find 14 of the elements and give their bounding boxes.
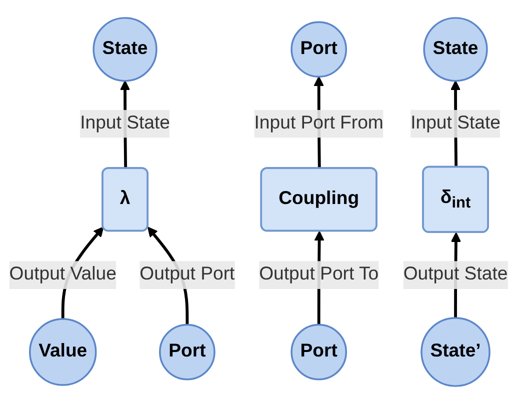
- node-circle: State: [423, 17, 488, 82]
- node-circle: Port: [290, 21, 347, 78]
- node-circle: Port: [290, 324, 347, 380]
- edge-label: Input Port From: [254, 113, 384, 134]
- edge-label: Input State: [410, 113, 500, 134]
- node-circle: State’: [420, 317, 490, 387]
- edge-label: Input State: [80, 113, 170, 134]
- node-circle: Port: [159, 324, 216, 380]
- edge-label: Output Port: [140, 264, 235, 284]
- node-circle: Value: [28, 318, 97, 386]
- edge-label: Output Port To: [259, 264, 379, 284]
- edge-label: Output State: [403, 264, 508, 284]
- edge-label: Output Value: [9, 264, 116, 284]
- node-circle: State: [92, 17, 158, 82]
